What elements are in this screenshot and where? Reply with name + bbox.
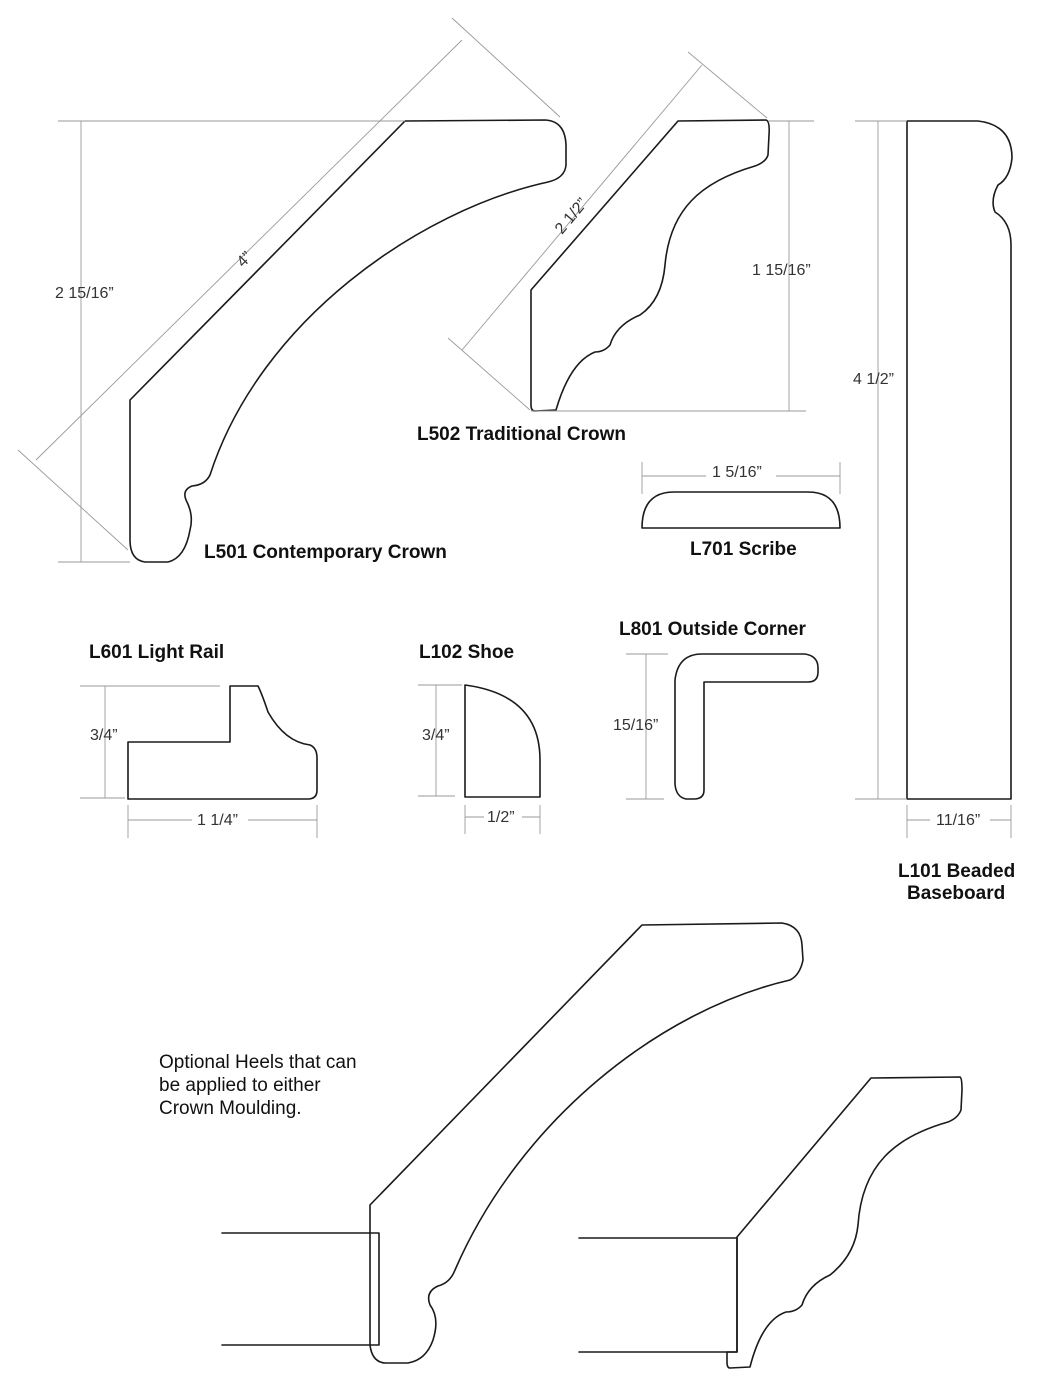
l601-height-dimension: 3/4” xyxy=(90,727,118,744)
l101-width-dimension: 11/16” xyxy=(936,812,980,829)
l501-height-dimension: 2 15/16” xyxy=(55,285,114,302)
heel-l502-profile xyxy=(578,1076,963,1369)
l102-profile xyxy=(418,684,541,834)
l601-profile xyxy=(80,685,318,838)
heels-note-line3: Crown Moulding. xyxy=(159,1098,302,1119)
l102-label: L102 Shoe xyxy=(419,642,514,663)
l501-diagonal-dimension: 4” xyxy=(234,249,256,271)
heels-note-line2: be applied to either xyxy=(159,1075,321,1096)
l701-width-dimension: 1 5/16” xyxy=(712,464,762,481)
l502-label: L502 Traditional Crown xyxy=(417,424,626,445)
heel-l501-profile xyxy=(221,922,804,1364)
l701-profile xyxy=(641,462,841,529)
l102-width-dimension: 1/2” xyxy=(487,809,515,826)
l502-height-dimension: 1 15/16” xyxy=(752,262,811,279)
l801-label: L801 Outside Corner xyxy=(619,619,806,640)
l101-label-line2: Baseboard xyxy=(907,883,1005,904)
l501-profile xyxy=(17,17,567,563)
l502-diagonal-dimension: 2 1/2” xyxy=(552,195,591,237)
l601-label: L601 Light Rail xyxy=(89,642,224,663)
l101-profile xyxy=(855,120,1013,838)
l601-width-dimension: 1 1/4” xyxy=(197,812,238,829)
l801-profile xyxy=(626,653,819,800)
heels-note-line1: Optional Heels that can xyxy=(159,1052,357,1073)
l102-height-dimension: 3/4” xyxy=(422,727,450,744)
l701-label: L701 Scribe xyxy=(690,539,797,560)
l101-label-line1: L101 Beaded xyxy=(898,861,1015,882)
l501-label: L501 Contemporary Crown xyxy=(204,542,447,563)
l502-profile xyxy=(447,51,814,412)
l801-height-dimension: 15/16” xyxy=(613,717,658,734)
l101-height-dimension: 4 1/2” xyxy=(853,371,894,388)
